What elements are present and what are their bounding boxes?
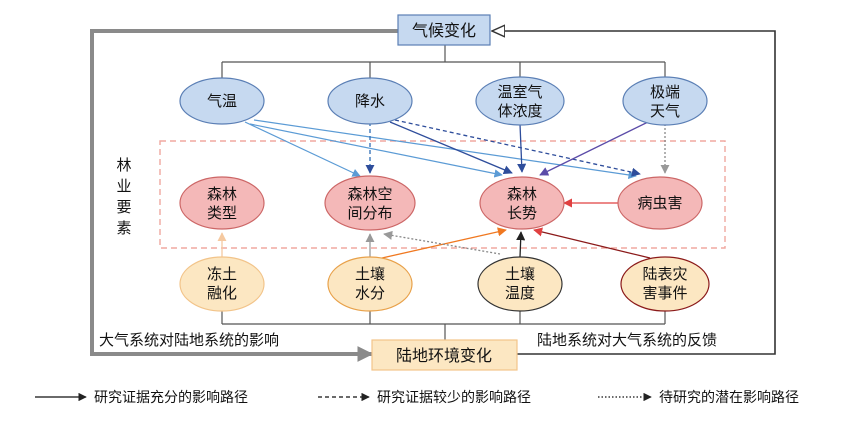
arrow-extreme-to-growth — [539, 121, 649, 176]
influence-loop-line — [90, 29, 398, 362]
legend-dashed-label: 研究证据较少的影响路径 — [377, 390, 531, 406]
land-node-permafrost-line1: 冻土 — [207, 265, 237, 283]
climate-node-precipitation — [327, 77, 413, 125]
legend: 研究证据充分的影响路径 研究证据较少的影响路径 待研究的潜在影响路径 — [35, 390, 799, 406]
land-node-permafrost-line2: 融化 — [207, 284, 237, 302]
climate-node-ghg-line2: 体浓度 — [497, 102, 542, 120]
forest-node-distribution-line1: 森林空 — [347, 185, 392, 203]
forestry-side-label-2: 业 — [116, 177, 131, 195]
climate-node-ghg — [475, 76, 565, 126]
influence-caption: 大气系统对陆地系统的影响 — [99, 331, 279, 349]
bottom-connector-tree — [221, 311, 666, 340]
climate-node-temperature — [179, 77, 265, 125]
forestry-side-label-3: 要 — [116, 198, 131, 216]
climate-node-ghg-line1: 温室气 — [497, 83, 542, 101]
influence-arrows — [217, 119, 670, 259]
legend-dotted-label: 待研究的潜在影响路径 — [659, 390, 799, 406]
feedback-loop-line — [492, 31, 776, 355]
top-connector-tree — [221, 45, 666, 80]
climate-node-extreme-line1: 极端 — [650, 83, 680, 101]
land-node-surface-hazard-line1: 陆表灾 — [642, 265, 687, 283]
climate-change-label: 气候变化 — [412, 21, 476, 40]
forest-node-pests-text: 病虫害 — [637, 194, 682, 212]
land-node-soil-temperature-line1: 土壤 — [505, 265, 535, 283]
arrow-ghg-to-growth — [517, 123, 527, 173]
forest-node-growth-line1: 森林 — [507, 185, 537, 203]
forest-node-growth-line2: 长势 — [507, 204, 537, 222]
land-node-permafrost — [179, 256, 265, 312]
land-environment-box — [371, 339, 518, 371]
climate-change-box — [397, 14, 491, 46]
forest-node-distribution — [324, 175, 416, 231]
land-node-surface-hazard — [620, 256, 710, 312]
forestry-side-label-1: 林 — [116, 156, 131, 174]
arrow-precip-to-pests — [394, 119, 641, 177]
forest-node-distribution-line2: 间分布 — [347, 204, 392, 222]
land-factors: 冻土 融化 土壤 水分 土壤 温度 陆表灾 害事件 — [179, 256, 710, 312]
land-node-soil-moisture — [327, 256, 413, 312]
climate-factors: 气温 降水 温室气 体浓度 极端 天气 — [179, 76, 708, 126]
land-node-soil-temperature-line2: 温度 — [505, 284, 535, 302]
land-node-soil-moisture-line1: 土壤 — [355, 265, 385, 283]
arrow-temp-to-distribution — [244, 121, 361, 177]
land-node-soil-temperature — [477, 256, 563, 312]
legend-solid-label: 研究证据充分的影响路径 — [94, 390, 248, 406]
arrow-temp-to-pests — [253, 119, 637, 180]
arrow-precip-to-growth — [389, 121, 513, 175]
land-node-surface-hazard-line2: 害事件 — [642, 284, 687, 302]
forest-node-type-line2: 类型 — [207, 204, 237, 222]
arrow-hazard-to-growth — [533, 227, 651, 259]
climate-node-extreme-weather — [622, 76, 708, 126]
forestry-elements: 森林 类型 森林空 间分布 森林 长势 病虫害 — [179, 175, 703, 231]
arrow-soiltemp-to-growth — [516, 231, 526, 258]
land-environment-label: 陆地环境变化 — [396, 346, 492, 365]
forest-node-growth — [479, 176, 565, 230]
forestry-side-label-4: 素 — [116, 219, 131, 237]
land-node-soil-moisture-line2: 水分 — [355, 284, 385, 302]
forest-node-pests — [617, 176, 703, 230]
forest-node-type-line1: 森林 — [207, 185, 237, 203]
climate-node-extreme-line2: 天气 — [650, 102, 680, 120]
arrow-temp-to-growth — [249, 123, 503, 178]
climate-node-temperature-text: 气温 — [207, 92, 237, 110]
forestry-elements-box — [159, 140, 726, 249]
feedback-caption: 陆地系统对大气系统的反馈 — [537, 331, 717, 349]
climate-node-precipitation-text: 降水 — [355, 92, 385, 110]
forest-node-type — [179, 176, 265, 230]
